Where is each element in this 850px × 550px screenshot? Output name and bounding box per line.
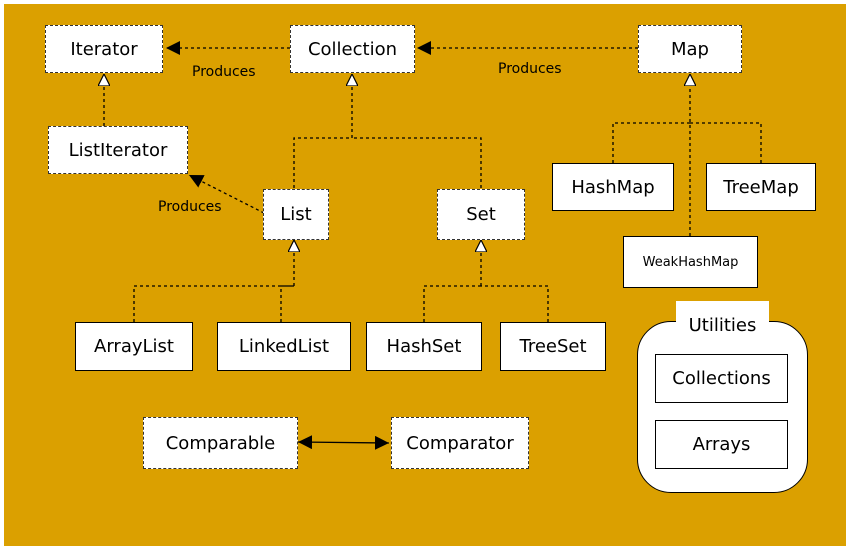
- utilities-title: Utilities: [676, 301, 769, 349]
- comparator-node: Comparator: [391, 417, 529, 469]
- edge-hashset-to-set: [423, 285, 481, 322]
- edge-arraylist-to-list: [133, 285, 294, 322]
- edge-list-to-collection: [293, 137, 352, 188]
- linkedlist-node: LinkedList: [217, 322, 351, 371]
- edge-treeset-to-set: [481, 285, 549, 322]
- edge-list-produces-listiterator: [188, 174, 265, 214]
- produces-label-listiterator: Produces: [158, 199, 222, 215]
- listiterator-node: ListIterator: [48, 126, 188, 174]
- edge-hashmap-to-map: [612, 122, 690, 163]
- produces-label-iterator: Produces: [192, 64, 256, 80]
- collection-node: Collection: [290, 25, 415, 73]
- edge-treemap-to-map: [690, 122, 762, 163]
- map-node: Map: [638, 25, 742, 73]
- list-node: List: [263, 189, 329, 240]
- treemap-node: TreeMap: [706, 163, 816, 211]
- hashmap-node: HashMap: [552, 163, 674, 211]
- treeset-node: TreeSet: [500, 322, 606, 371]
- edge-comparable-comparator: [297, 435, 390, 450]
- arrays-node: Arrays: [655, 420, 788, 469]
- hashset-node: HashSet: [366, 322, 482, 371]
- edge-linkedlist-to-list: [280, 285, 294, 322]
- produces-label-collection: Produces: [498, 61, 562, 77]
- iterator-node: Iterator: [45, 25, 163, 73]
- arraylist-node: ArrayList: [75, 322, 193, 371]
- collections-node: Collections: [655, 354, 788, 403]
- edge-set-to-collection: [352, 137, 482, 188]
- set-node: Set: [437, 189, 525, 240]
- weakhashmap-node: WeakHashMap: [623, 236, 758, 288]
- comparable-node: Comparable: [143, 417, 298, 469]
